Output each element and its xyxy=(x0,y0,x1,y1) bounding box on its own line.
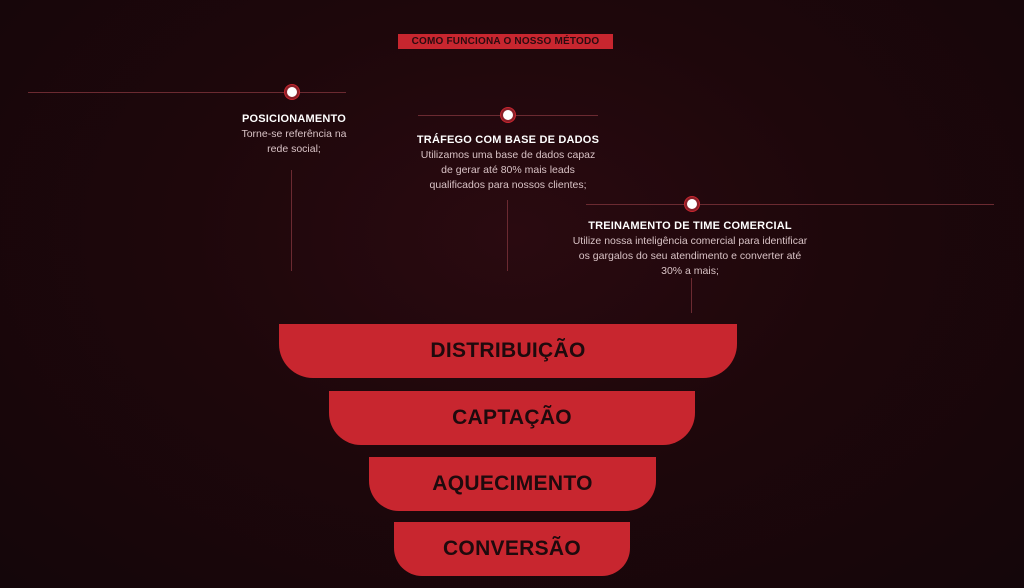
step-3-title: TREINAMENTO DE TIME COMERCIAL xyxy=(588,220,792,232)
funnel-tier-distribution: DISTRIBUIÇÃO xyxy=(279,324,737,378)
step-1-vertical-line xyxy=(291,170,292,271)
step-1-description: Torne-se referência na rede social; xyxy=(241,128,347,155)
step-traffic: TRÁFEGO COM BASE DE DADOS Utilizamos uma… xyxy=(412,134,604,193)
step-1-marker-icon xyxy=(285,85,299,99)
step-1-title: POSICIONAMENTO xyxy=(241,113,347,125)
section-badge: COMO FUNCIONA O NOSSO MÉTODO xyxy=(398,34,613,49)
step-sales-training: TREINAMENTO DE TIME COMERCIAL Utilize no… xyxy=(570,220,810,279)
step-3-description: Utilize nossa inteligência comercial par… xyxy=(572,235,808,277)
funnel-tier-conversion: CONVERSÃO xyxy=(394,522,630,576)
step-positioning: POSICIONAMENTO Torne-se referência na re… xyxy=(222,113,366,157)
step-3-horizontal-line xyxy=(586,204,994,205)
step-2-vertical-line xyxy=(507,200,508,271)
step-2-description: Utilizamos uma base de dados capaz de ge… xyxy=(420,149,596,191)
step-3-marker-icon xyxy=(685,197,699,211)
step-2-marker-icon xyxy=(501,108,515,122)
step-3-vertical-line xyxy=(691,278,692,313)
step-2-title: TRÁFEGO COM BASE DE DADOS xyxy=(416,134,600,146)
funnel-tier-warming: AQUECIMENTO xyxy=(369,457,656,511)
step-1-horizontal-line xyxy=(28,92,346,93)
funnel-tier-capture: CAPTAÇÃO xyxy=(329,391,695,445)
